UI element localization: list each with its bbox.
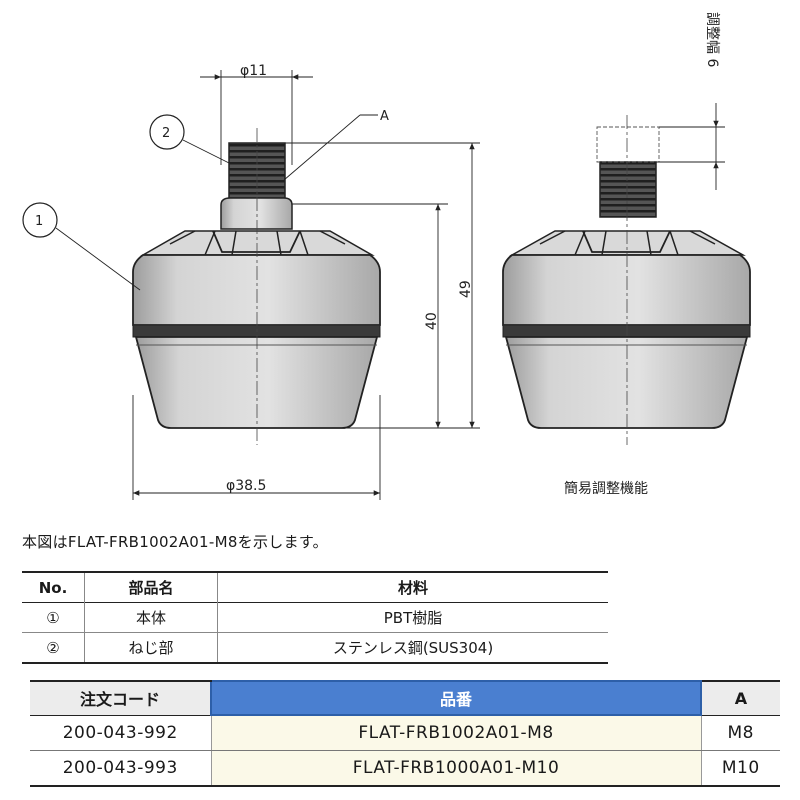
- dim-adjust-label: 調整幅 6: [704, 12, 720, 67]
- lower-body: [134, 336, 379, 429]
- right-view: [502, 115, 751, 445]
- part-no: ①: [46, 608, 60, 627]
- order-part-number: FLAT-FRB1000A01-M10: [210, 750, 702, 787]
- part-name: ねじ部: [84, 632, 218, 663]
- callout-a: A: [380, 109, 389, 124]
- technical-drawing: φ11 φ38.5 40 49 2 1 A: [22, 12, 751, 500]
- order-header-row: 注文コード 品番 A: [30, 680, 780, 716]
- parts-header-name: 部品名: [84, 572, 218, 603]
- order-header-code: 注文コード: [30, 680, 211, 716]
- shaft: [220, 197, 293, 230]
- table-row: ② ねじ部 ステンレス鋼(SUS304): [22, 632, 608, 663]
- order-thread-size: M8: [701, 715, 780, 751]
- parts-header-material: 材料: [217, 572, 608, 603]
- order-code: 200-043-993: [30, 750, 211, 787]
- order-table: 注文コード 品番 A 200-043-992 FLAT-FRB1002A01-M…: [30, 680, 780, 787]
- table-row: 200-043-993 FLAT-FRB1000A01-M10 M10: [30, 750, 780, 787]
- caption-simple-adjust: 簡易調整機能: [564, 481, 648, 497]
- table-row: 200-043-992 FLAT-FRB1002A01-M8 M8: [30, 715, 780, 751]
- parts-header-no: No.: [38, 578, 68, 597]
- thread-adjusted: [599, 161, 657, 218]
- left-dimensions: φ11 φ38.5 40 49: [132, 63, 480, 500]
- adjust-dimension: 調整幅 6 簡易調整機能: [564, 12, 725, 497]
- callout-1: 1: [35, 214, 43, 229]
- order-part-number: FLAT-FRB1002A01-M8: [210, 715, 702, 751]
- order-header-a: A: [701, 680, 780, 716]
- part-material: ステンレス鋼(SUS304): [217, 632, 608, 663]
- drawing-note: 本図はFLAT-FRB1002A01-M8を示します。: [22, 533, 328, 551]
- dim-height-body-label: 40: [424, 312, 440, 330]
- dim-height-total-label: 49: [458, 280, 474, 298]
- dim-diameter-label: φ38.5: [226, 478, 266, 494]
- callouts: 2 1 A: [22, 109, 389, 291]
- upper-body: [132, 254, 381, 326]
- callout-2: 2: [162, 126, 170, 141]
- parts-table: No. 部品名 材料 ① 本体 PBT樹脂 ② ねじ部 ステンレス鋼(SUS30…: [22, 571, 608, 664]
- part-material: PBT樹脂: [217, 602, 608, 633]
- parts-header-row: No. 部品名 材料: [22, 572, 608, 603]
- order-code: 200-043-992: [30, 715, 211, 751]
- part-no: ②: [46, 638, 60, 657]
- order-thread-size: M10: [701, 750, 780, 787]
- dim-shaft-label: φ11: [240, 63, 267, 79]
- left-view: [132, 128, 381, 445]
- order-header-part: 品番: [210, 680, 702, 716]
- dark-band: [132, 324, 381, 338]
- table-row: ① 本体 PBT樹脂: [22, 602, 608, 633]
- part-name: 本体: [84, 602, 218, 633]
